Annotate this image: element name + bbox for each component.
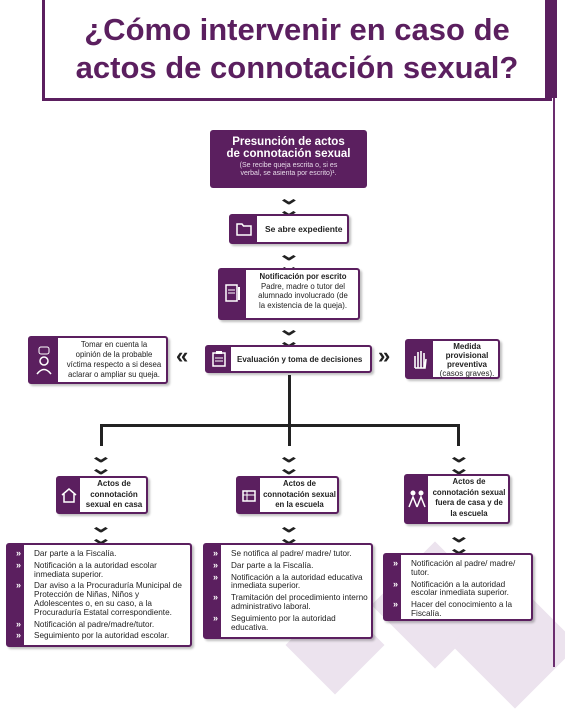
branch-school-list: »Se notifica al padre/ madre/ tutor. »Da… bbox=[209, 548, 373, 635]
people-icon bbox=[406, 476, 428, 522]
connector-left bbox=[100, 424, 103, 446]
branch-outside-box: Actos de connotación sexual fuera de cas… bbox=[404, 474, 510, 524]
presumption-note-1: (Se recibe queja escrita o, si es bbox=[239, 162, 338, 169]
list-marker-bar bbox=[385, 555, 401, 619]
presumption-note-2: verbal, se asienta por escrito)¹. bbox=[240, 170, 337, 177]
branch-home-box: Actos de connotación sexual en casa bbox=[56, 476, 148, 514]
branch-home-list-box: »Dar parte a la Fiscalía. »Notificación … bbox=[6, 543, 192, 647]
list-item: »Notificación al padre/madre/tutor. bbox=[16, 618, 155, 629]
house-icon bbox=[58, 478, 80, 512]
evaluation-label: Evaluación y toma de decisiones bbox=[237, 355, 363, 364]
measure-line-4: (casos graves). bbox=[439, 369, 495, 378]
chevron-down-icon: ⌄⌄ bbox=[446, 526, 472, 558]
open-file-label: Se abre expediente bbox=[265, 224, 343, 234]
branch-home-title-3: sexual en casa bbox=[85, 500, 143, 509]
chevron-down-icon: ⌄⌄ bbox=[88, 446, 114, 478]
list-item: »Seguimiento por la autoridad escolar. bbox=[16, 630, 170, 641]
open-file-box: Se abre expediente bbox=[229, 214, 349, 244]
notification-line-3: la existencia de la queja). bbox=[259, 300, 347, 310]
page-title-line-2: actos de connotación sexual? bbox=[75, 50, 519, 85]
notification-line-1: Padre, madre o tutor del bbox=[260, 281, 346, 291]
victim-line-1: Tomar en cuenta la bbox=[80, 340, 148, 349]
list-item: »Notificación a la autoridad escolar inm… bbox=[393, 578, 509, 598]
branch-outside-title-1: Actos de bbox=[452, 477, 486, 486]
title-frame: ¿Cómo intervenir en caso de actos de con… bbox=[42, 0, 552, 101]
list-item: »Dar parte a la Fiscalía. bbox=[16, 548, 117, 558]
list-item: »Dar parte a la Fiscalía. bbox=[213, 559, 314, 570]
victim-line-4: aclarar o ampliar su queja. bbox=[68, 370, 160, 379]
left-arrow-icon: « bbox=[176, 343, 189, 368]
presumption-box: Presunción de actos de connotación sexua… bbox=[210, 130, 367, 188]
measure-line-3: preventiva bbox=[446, 360, 488, 369]
list-item: »Seguimiento por la autoridad educativa. bbox=[213, 612, 336, 632]
victim-box: Tomar en cuenta la opinión de la probabl… bbox=[28, 336, 168, 384]
branch-school-list-box: »Se notifica al padre/ madre/ tutor. »Da… bbox=[203, 543, 373, 639]
clipboard-icon bbox=[207, 347, 231, 371]
branch-outside-list: »Notificación al padre/ madre/ tutor. »N… bbox=[389, 558, 533, 622]
victim-line-3: víctima respecto a si desea bbox=[66, 360, 162, 369]
connector-middle bbox=[288, 424, 291, 446]
connector-right bbox=[457, 424, 460, 446]
branch-school-title-3: en la escuela bbox=[275, 500, 324, 509]
evaluation-box: Evaluación y toma de decisiones bbox=[205, 345, 372, 373]
presumption-title-1: Presunción de actos bbox=[232, 136, 345, 148]
list-marker-bar bbox=[205, 545, 221, 637]
folder-icon bbox=[231, 216, 257, 242]
document-pen-icon bbox=[220, 270, 246, 318]
list-marker-bar bbox=[8, 545, 24, 645]
presumption-title-2: de connotación sexual bbox=[226, 148, 351, 160]
list-item: »Hacer del conocimiento a la Fiscalía. bbox=[393, 599, 513, 618]
connector-horizontal bbox=[100, 424, 460, 427]
branch-school-title-1: Actos de bbox=[283, 479, 316, 488]
measure-box: Medida provisional preventiva (casos gra… bbox=[405, 339, 500, 379]
person-speech-icon bbox=[30, 338, 58, 382]
hand-stop-icon bbox=[407, 341, 433, 377]
notification-box: Notificación por escrito Padre, madre o … bbox=[218, 268, 360, 320]
school-icon bbox=[238, 478, 260, 512]
branch-outside-title-3: fuera de casa y de bbox=[435, 498, 503, 507]
victim-line-2: opinión de la probable bbox=[75, 350, 153, 359]
branch-school-box: Actos de connotación sexual en la escuel… bbox=[236, 476, 339, 514]
branch-home-title-1: Actos de bbox=[97, 479, 131, 488]
notification-title: Notificación por escrito bbox=[259, 272, 347, 281]
branch-outside-title-2: connotación sexual bbox=[432, 487, 506, 497]
list-item: »Tramitación del procedimiento interno a… bbox=[213, 592, 368, 611]
branch-home-list: »Dar parte a la Fiscalía. »Notificación … bbox=[12, 548, 190, 644]
list-item: »Dar aviso a la Procuraduría Municipal d… bbox=[16, 580, 182, 617]
right-arrow-icon: » bbox=[378, 343, 391, 368]
chevron-down-icon: ⌄⌄ bbox=[276, 516, 302, 548]
branch-outside-title-4: la escuela bbox=[450, 508, 488, 518]
chevron-down-icon: ⌄⌄ bbox=[276, 319, 302, 351]
branch-outside-list-box: »Notificación al padre/ madre/ tutor. »N… bbox=[383, 553, 533, 621]
chevron-down-icon: ⌄⌄ bbox=[276, 188, 302, 220]
list-item: »Notificación a la autoridad educativa i… bbox=[213, 571, 363, 591]
list-item: »Notificación al padre/ madre/ tutor. bbox=[393, 558, 516, 577]
chevron-down-icon: ⌄⌄ bbox=[446, 446, 472, 478]
chevron-down-icon: ⌄⌄ bbox=[88, 516, 114, 548]
page-title-line-1: ¿Cómo intervenir en caso de bbox=[84, 12, 510, 47]
branch-home-title-2: connotación bbox=[90, 489, 138, 499]
branch-school-title-2: connotación sexual bbox=[263, 489, 336, 499]
right-border-rule bbox=[553, 98, 555, 667]
connector-vertical bbox=[288, 375, 291, 425]
list-item: »Se notifica al padre/ madre/ tutor. bbox=[213, 548, 352, 558]
chevron-down-icon: ⌄⌄ bbox=[276, 446, 302, 478]
list-item: »Notificación a la autoridad escolar inm… bbox=[16, 559, 157, 579]
notification-line-2: alumnado involucrado (de bbox=[258, 291, 348, 300]
measure-line-1: Medida bbox=[453, 342, 481, 351]
measure-line-2: provisional bbox=[445, 351, 489, 360]
title-accent-bar bbox=[545, 0, 557, 98]
